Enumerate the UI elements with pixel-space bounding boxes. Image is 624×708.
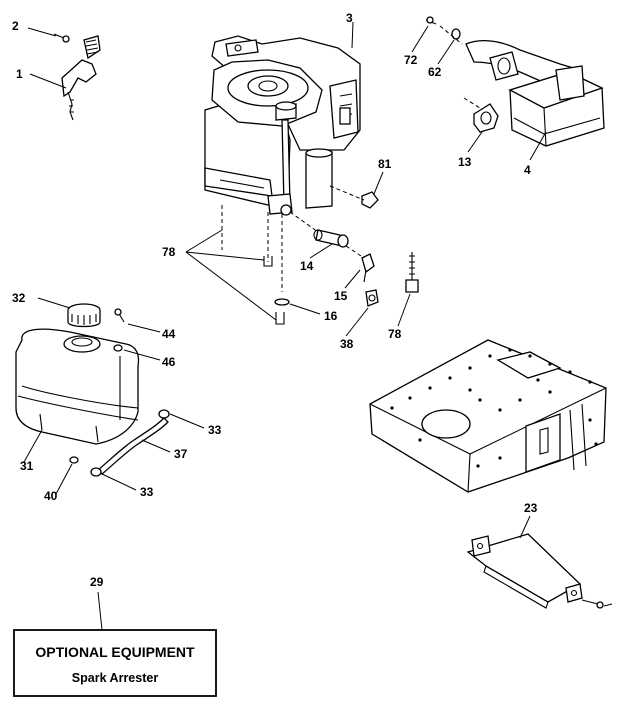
leader-32 <box>37 297 71 309</box>
callout-14: 14 <box>300 259 314 273</box>
link-15-part <box>361 253 375 283</box>
washer-46-part <box>113 344 123 352</box>
callout-78-right: 78 <box>388 327 402 341</box>
leader-33b <box>101 473 137 491</box>
callout-72: 72 <box>404 53 418 67</box>
leader-29 <box>97 591 103 631</box>
leader-16 <box>289 303 321 315</box>
callout-3: 3 <box>346 11 353 25</box>
spacer-14-part <box>313 229 349 248</box>
nut-81-part <box>361 191 379 209</box>
fuel-cap-part <box>67 303 101 328</box>
leader-44 <box>127 323 161 333</box>
callout-16: 16 <box>324 309 338 323</box>
callout-4: 4 <box>524 163 531 177</box>
callout-37: 37 <box>174 447 188 461</box>
plate-holes <box>390 348 598 468</box>
leader-78a-2 <box>185 251 265 261</box>
leader-46 <box>123 349 161 361</box>
leader-2 <box>27 27 57 37</box>
muffler-part <box>465 39 605 147</box>
leader-15 <box>344 269 361 289</box>
callout-62: 62 <box>428 65 442 79</box>
leader-38 <box>345 307 369 337</box>
callout-44: 44 <box>162 327 176 341</box>
screw-2-part <box>53 33 70 43</box>
leader-78b <box>397 293 411 327</box>
callout-78-left: 78 <box>162 245 176 259</box>
leader-4 <box>529 131 547 161</box>
leader-62 <box>437 39 455 65</box>
gasket-13-part <box>473 103 499 133</box>
mounting-plate-part <box>369 339 607 493</box>
screw-44-part <box>114 308 125 323</box>
callout-29: 29 <box>90 575 104 589</box>
leader-72 <box>411 25 429 53</box>
plug-40-part <box>69 456 79 464</box>
throttle-control-part <box>61 35 101 121</box>
leader-23 <box>519 515 531 539</box>
bolt-78-part <box>405 252 419 293</box>
callout-40: 40 <box>44 489 58 503</box>
fuel-line-37-part <box>97 417 169 475</box>
callout-33-upper: 33 <box>208 423 222 437</box>
callout-13: 13 <box>458 155 472 169</box>
leader-14 <box>309 243 333 259</box>
callout-33-lower: 33 <box>140 485 154 499</box>
leader-13 <box>467 131 483 153</box>
callout-15: 15 <box>334 289 348 303</box>
clamp-33a-part <box>158 409 170 419</box>
leader-40 <box>55 463 73 495</box>
optional-equipment-title: OPTIONAL EQUIPMENT <box>35 644 195 660</box>
washer-62-part <box>451 28 461 40</box>
leader-3 <box>351 21 354 49</box>
fuel-tank-part <box>15 328 140 445</box>
callout-32: 32 <box>12 291 26 305</box>
heat-shield-part <box>466 533 583 609</box>
screw-23-part <box>581 599 613 609</box>
leader-81 <box>373 171 384 195</box>
leader-31 <box>23 429 43 463</box>
callout-81: 81 <box>378 157 392 171</box>
callout-2: 2 <box>12 19 19 33</box>
screw-72-part <box>425 16 437 25</box>
leader-33a <box>169 413 205 429</box>
callout-38: 38 <box>340 337 354 351</box>
callout-23: 23 <box>524 501 538 515</box>
leader-78a-3 <box>185 251 277 321</box>
leader-1 <box>29 73 67 89</box>
callout-46: 46 <box>162 355 176 369</box>
leader-78a-1 <box>185 229 223 253</box>
optional-equipment-box: OPTIONAL EQUIPMENT Spark Arrester <box>13 629 217 697</box>
clip-38-part <box>365 289 379 307</box>
clamp-33b-part <box>90 467 102 477</box>
engine-part <box>204 35 361 325</box>
leader-37 <box>141 439 171 453</box>
washer-16-part <box>274 298 290 306</box>
callout-31: 31 <box>20 459 34 473</box>
optional-equipment-subtitle: Spark Arrester <box>72 671 159 685</box>
callout-1: 1 <box>16 67 23 81</box>
